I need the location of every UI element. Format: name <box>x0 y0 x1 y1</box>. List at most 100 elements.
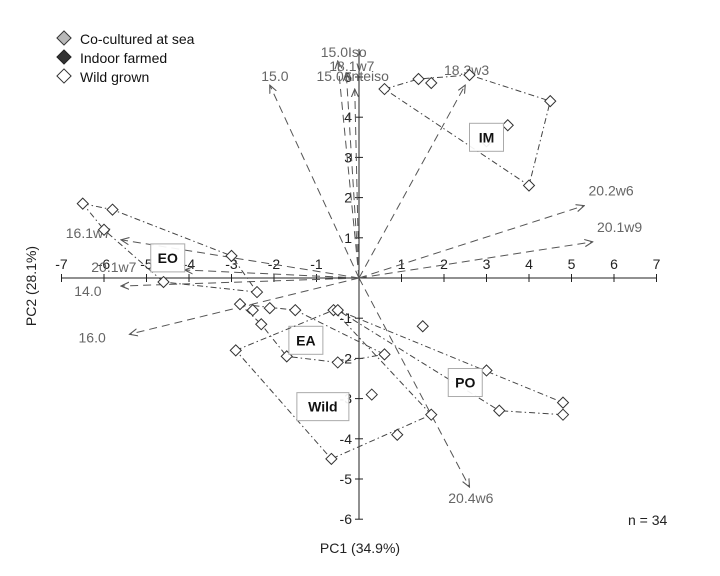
diamond-white-icon <box>56 68 72 84</box>
legend-label: Wild grown <box>80 69 149 85</box>
loading-vector-18.3w3 <box>358 85 465 279</box>
loading-vector-20.1w7 <box>185 270 360 279</box>
group-im: IM <box>378 68 557 192</box>
data-point <box>425 76 438 90</box>
y-tick-label: 3 <box>344 149 352 165</box>
group-label-box <box>469 122 504 152</box>
data-point <box>480 364 493 377</box>
data-point <box>263 301 276 315</box>
vector-label: 15.0anteiso <box>317 68 390 84</box>
group-label: EO <box>158 250 178 266</box>
x-tick-label: 6 <box>610 256 618 272</box>
y-tick-label: -6 <box>340 511 353 527</box>
group-wild: Wild <box>229 303 438 466</box>
group-label: PO <box>455 375 475 391</box>
x-tick-label: 5 <box>568 256 576 272</box>
vector-label: 15.0Iso <box>321 44 367 60</box>
vector-label: 18.3w3 <box>444 62 489 78</box>
data-point <box>97 223 111 236</box>
data-point <box>331 356 344 369</box>
data-point <box>378 348 391 361</box>
data-point <box>76 197 89 210</box>
hull-outline <box>234 309 433 460</box>
data-point <box>325 452 338 466</box>
data-point <box>463 68 476 82</box>
loading-vector-15.0Iso <box>338 61 360 279</box>
loading-vector-20.1w9 <box>358 242 593 279</box>
vector-label: 20.4w6 <box>448 490 493 506</box>
vector-label: 20.2w6 <box>589 183 634 199</box>
data-point <box>556 408 570 421</box>
vector-label: 20.1w7 <box>91 259 136 275</box>
legend: Co-cultured at sea Indoor farmed Wild gr… <box>56 30 195 85</box>
x-tick-label: 4 <box>525 256 533 272</box>
legend-item-wild-grown: Wild grown <box>56 68 149 85</box>
loading-vector-15.0 <box>270 85 360 279</box>
vector-label: 16.0 <box>79 329 106 345</box>
y-tick-label: 1 <box>344 230 352 246</box>
loading-vector-20.2w6 <box>358 206 584 279</box>
y-tick-label: -4 <box>340 431 353 447</box>
data-point <box>425 408 438 421</box>
legend-item-indoor-farmed: Indoor farmed <box>56 49 167 66</box>
group-label: IM <box>479 129 495 145</box>
data-point <box>106 203 119 216</box>
x-tick-label: 2 <box>440 256 448 272</box>
hull-outline <box>383 74 551 187</box>
data-point <box>229 344 242 357</box>
data-point <box>250 285 264 299</box>
y-tick-label: -5 <box>340 471 353 487</box>
data-point <box>246 303 259 317</box>
data-point <box>522 179 536 192</box>
data-point <box>501 119 514 132</box>
data-point <box>556 396 570 409</box>
data-point <box>412 72 425 86</box>
data-point <box>365 388 378 401</box>
data-point <box>391 428 404 441</box>
data-point <box>416 320 429 333</box>
loading-vector-16.0 <box>130 277 360 334</box>
group-label-box <box>288 325 324 355</box>
y-tick-label: 2 <box>344 190 352 206</box>
diamond-black-icon <box>56 49 72 65</box>
data-point <box>255 318 268 331</box>
loading-vector-18.1w7 <box>346 73 360 279</box>
data-point <box>233 297 247 311</box>
group-hulls: IM EO EA Wild PO <box>76 68 570 466</box>
vector-label: 14.0 <box>74 283 101 299</box>
legend-label: Co-cultured at sea <box>80 31 195 47</box>
x-tick-label: -5 <box>140 256 153 272</box>
y-axis-title: PC2 (28.1%) <box>23 246 39 326</box>
group-label-box <box>296 392 350 422</box>
group-ea: EA <box>233 297 391 369</box>
group-eo: EO <box>76 197 264 299</box>
legend-label: Indoor farmed <box>80 50 167 66</box>
group-label: Wild <box>308 399 337 415</box>
group-label-box <box>150 243 186 273</box>
loading-vector-15.0anteiso <box>355 89 360 279</box>
x-tick-label: -6 <box>98 256 111 272</box>
y-tick-label: -1 <box>340 310 353 326</box>
data-point <box>331 303 344 317</box>
x-tick-label: -1 <box>310 256 323 272</box>
legend-item-co-cultured: Co-cultured at sea <box>56 30 195 47</box>
group-po: PO <box>331 303 570 421</box>
group-label-box <box>447 368 483 398</box>
data-point <box>225 249 238 263</box>
data-point <box>289 303 302 317</box>
sample-size-note: n = 34 <box>628 512 668 528</box>
x-tick-label: -2 <box>268 256 281 272</box>
data-point <box>493 404 506 417</box>
group-label: EA <box>296 332 315 348</box>
vector-label: 15.0 <box>261 68 288 84</box>
y-tick-label: 4 <box>344 109 352 125</box>
x-axis-title: PC1 (34.9%) <box>320 540 400 556</box>
x-tick-label: 3 <box>483 256 491 272</box>
data-point <box>157 275 170 289</box>
vector-label: 20.1w9 <box>597 219 642 235</box>
vector-label: 18.1w7 <box>329 58 374 74</box>
data-point <box>378 82 391 96</box>
